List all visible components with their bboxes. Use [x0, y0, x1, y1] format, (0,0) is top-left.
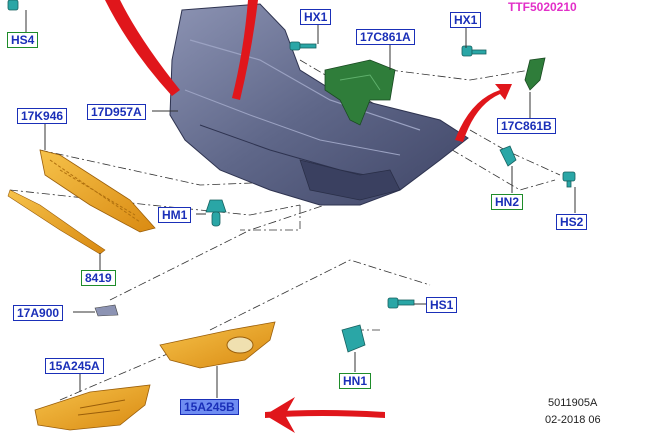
screw-hx1-left	[289, 41, 317, 51]
callout-hx1-right[interactable]: HX1	[450, 12, 482, 28]
screw-hs2	[562, 171, 576, 188]
grille-17k946	[39, 149, 156, 233]
callout-hs4[interactable]: HS4	[7, 32, 39, 48]
footer-ref: 5011905A	[548, 397, 598, 409]
callout-hm1[interactable]: HM1	[158, 207, 192, 223]
screw-hs4	[7, 0, 19, 11]
callout-hx1-left[interactable]: HX1	[300, 9, 332, 25]
trim-8419	[7, 189, 106, 255]
annotation-arrows	[105, 0, 512, 433]
nut-hn1	[341, 324, 366, 353]
screw-hs1	[387, 297, 415, 309]
callout-17k946[interactable]: 17K946	[17, 108, 68, 124]
callout-17c861b[interactable]: 17C861B	[497, 118, 556, 134]
fasteners	[7, 0, 576, 353]
document-id: TTF5020210	[508, 0, 577, 14]
callout-15a245a[interactable]: 15A245A	[45, 358, 104, 374]
callout-hs2[interactable]: HS2	[556, 214, 588, 230]
screw-hx1-right	[461, 45, 487, 57]
callout-hn1[interactable]: HN1	[339, 373, 372, 389]
bezel-15a245a	[34, 384, 151, 431]
callout-8419[interactable]: 8419	[81, 270, 116, 286]
callout-15a245b-selected[interactable]: 15A245B	[180, 399, 239, 415]
bracket-17c861a	[324, 59, 396, 126]
bracket-17c861b	[524, 57, 546, 91]
footer-date: 02-2018 06	[545, 414, 601, 426]
bumper-part	[169, 3, 469, 206]
callout-hn2[interactable]: HN2	[491, 194, 524, 210]
callout-17a900[interactable]: 17A900	[13, 305, 64, 321]
bezel-15a245b	[159, 321, 276, 369]
nut-hn2	[499, 145, 517, 167]
clip-hm1	[205, 199, 227, 227]
callout-17c861a[interactable]: 17C861A	[356, 29, 415, 45]
callout-hs1[interactable]: HS1	[426, 297, 458, 313]
clip-17a900	[94, 304, 119, 317]
callout-leaders	[25, 10, 576, 398]
callout-17d957a[interactable]: 17D957A	[87, 104, 146, 120]
